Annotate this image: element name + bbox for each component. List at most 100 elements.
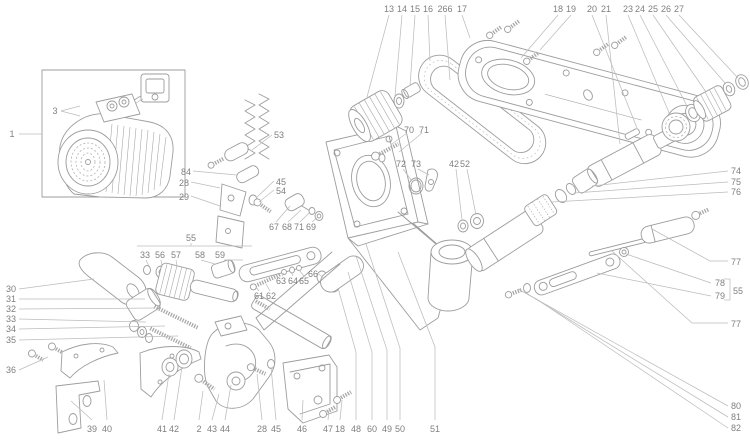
leader-line-part-21 [605, 14, 621, 145]
part-label-16: 16 [423, 4, 433, 14]
leader-line-part-80 [517, 288, 729, 407]
part-label-43: 43 [207, 424, 217, 434]
part-label-56: 56 [155, 250, 165, 260]
part-label-72: 72 [396, 159, 406, 169]
part-label-78: 78 [715, 278, 725, 288]
leader-line-part-65 [298, 269, 305, 277]
leader-line-part-36 [18, 356, 49, 371]
part-label-25: 25 [648, 4, 658, 14]
part-label-74: 74 [731, 166, 741, 176]
leader-line-part-15 [409, 14, 416, 87]
leader-line-part-79 [596, 272, 712, 297]
washer-nut-42-52-drawing [457, 213, 484, 233]
part-label-35: 35 [6, 335, 16, 345]
part-label-67: 67 [269, 222, 279, 232]
part-label-13: 13 [384, 4, 394, 14]
leader-line-part-72 [402, 168, 413, 182]
leader-line-part-28 [256, 373, 263, 421]
leader-line-part-27 [678, 14, 739, 79]
part-label-28: 28 [257, 424, 267, 434]
part-label-47: 47 [323, 424, 333, 434]
leader-line-part-35 [18, 335, 179, 341]
leader-line-part-2 [198, 390, 204, 421]
part-label-69: 69 [306, 222, 316, 232]
leader-line-part-45 [270, 366, 277, 421]
side-housing-46-drawing [246, 354, 352, 424]
bracket-78-79-to-55 [724, 278, 731, 301]
bushing-58-drawing [210, 259, 236, 279]
leader-line-part-66 [316, 272, 325, 279]
part-label-77: 77 [731, 257, 741, 267]
part-label-33: 33 [6, 314, 16, 324]
screws-36-drawing [27, 342, 65, 362]
part-label-71: 71 [294, 222, 304, 232]
roller-32-drawing [125, 287, 161, 343]
part-label-14: 14 [397, 4, 407, 14]
leader-line-part-42 [455, 168, 463, 221]
part-label-57: 57 [171, 250, 181, 260]
part-label-51: 51 [430, 424, 440, 434]
leader-line-part-39 [70, 400, 93, 421]
part-label-1: 1 [9, 129, 14, 139]
leader-line-part-41 [161, 373, 170, 421]
leader-line-part-71 [299, 212, 310, 223]
leader-line-part-61 [255, 286, 260, 292]
bolt-70-71-drawing [371, 142, 400, 163]
part-label-40: 40 [102, 424, 112, 434]
part-label-77: 77 [731, 319, 741, 329]
leader-line-part-266 [444, 14, 451, 81]
part-label-24: 24 [635, 4, 645, 14]
leader-line-part-33 [145, 259, 150, 267]
washers-41-42-drawing [161, 349, 193, 377]
part-label-66: 66 [308, 269, 318, 279]
leader-line-part-47 [327, 409, 330, 421]
link-arm-drawing [504, 247, 629, 299]
clamp-sleeve-assembly-drawing [465, 168, 599, 272]
leader-line-part-57 [175, 259, 178, 267]
part-label-55: 55 [186, 233, 196, 243]
part-label-34: 34 [6, 324, 16, 334]
part-label-46: 46 [297, 424, 307, 434]
part-label-68: 68 [282, 222, 292, 232]
motor-fins [105, 123, 167, 197]
leader-line-part-16 [427, 14, 431, 62]
part-label-61: 61 [254, 291, 264, 301]
leader-line-part-76 [551, 191, 729, 203]
leader-line-part-62 [265, 283, 271, 292]
leader-line-part-46 [301, 399, 304, 421]
leader-line-part-42 [173, 366, 183, 421]
washers-26-27-drawing [722, 74, 749, 97]
o-ring-72-drawing [408, 177, 424, 195]
pin-84-drawing [207, 142, 260, 184]
leader-line-part-23 [627, 14, 671, 116]
part-label-17: 17 [457, 4, 467, 14]
part-label-76: 76 [731, 187, 741, 197]
leader-line-part-75 [573, 181, 729, 194]
part-label-36: 36 [6, 365, 16, 375]
main-arm-casting-drawing [255, 125, 474, 331]
leader-line-part-82 [534, 297, 729, 429]
leader-line-part-67 [275, 205, 291, 223]
part-label-41: 41 [157, 424, 167, 434]
motor-vent-slots [70, 142, 106, 182]
part-label-79: 79 [715, 291, 725, 301]
leader-line-part-49 [355, 255, 388, 420]
leader-line-part-51 [397, 251, 436, 420]
part-label-60: 60 [367, 424, 377, 434]
washer-screw-45-54-drawing [248, 194, 272, 214]
leader-line-part-71 [398, 132, 423, 153]
part-label-50: 50 [395, 424, 405, 434]
cover-screws-drawing [486, 18, 629, 101]
leader-line-part-74 [591, 170, 729, 187]
leader-line-part-24 [639, 14, 688, 107]
motor-drawing [57, 93, 174, 199]
part-label-18: 18 [553, 4, 563, 14]
knob-67-69-drawing [284, 193, 324, 221]
drive-pulley-13-drawing [348, 60, 436, 142]
gear-shaft-57-drawing [143, 262, 239, 303]
part-label-2: 2 [196, 424, 201, 434]
lever-73-drawing [424, 168, 438, 192]
part-label-23: 23 [623, 4, 633, 14]
